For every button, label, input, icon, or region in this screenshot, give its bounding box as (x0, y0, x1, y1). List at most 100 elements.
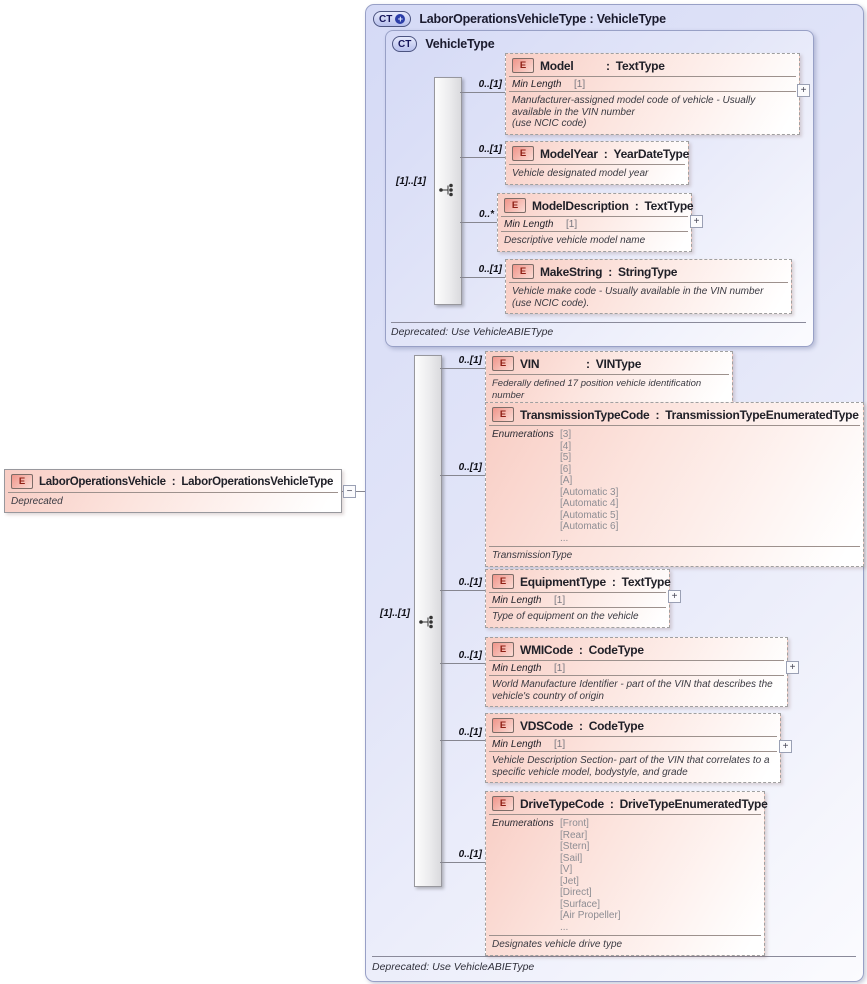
facet-label: Min Length (492, 739, 542, 750)
vehicle-type-title: VehicleType (425, 37, 495, 51)
enumerations-label: Enumerations (492, 818, 554, 829)
facet-value: [1] (566, 219, 578, 230)
divider (489, 675, 784, 676)
element-type: TextType (621, 574, 671, 589)
element-box-vin[interactable]: E VIN : VINType Federally defined 17 pos… (485, 351, 733, 406)
type-separator: : (578, 642, 583, 657)
facet-row: Min Length [1] (506, 77, 799, 91)
enumerations-row: Enumerations [Front] [Rear] [Stern] [Sai… (486, 815, 764, 935)
expand-button[interactable]: + (786, 661, 799, 674)
element-header: E LaborOperationsVehicle : LaborOperatio… (5, 470, 341, 492)
type-separator: : (603, 146, 608, 161)
deprecated-note: Deprecated: Use VehicleABIEType (372, 961, 535, 973)
connector-line (460, 92, 505, 93)
element-annotation: Designates vehicle drive type (492, 939, 623, 950)
expand-button[interactable]: + (668, 590, 681, 603)
element-type: DriveTypeEnumeratedType (619, 796, 768, 811)
element-box-drive-type-code[interactable]: E DriveTypeCode : DriveTypeEnumeratedTyp… (485, 791, 768, 956)
divider (509, 76, 796, 77)
element-name: LaborOperationsVehicle (39, 475, 166, 488)
element-badge: E (492, 356, 514, 371)
expand-button[interactable]: + (690, 215, 703, 228)
connector-line (440, 590, 485, 591)
type-separator: : (589, 12, 594, 26)
divider (489, 814, 761, 815)
connector-line (440, 862, 485, 863)
element-badge: E (512, 146, 534, 161)
complex-type-name: LaborOperationsVehicleType (419, 12, 587, 26)
element-badge: E (492, 796, 514, 811)
element-type: CodeType (588, 718, 644, 733)
element-box-transmission-type-code[interactable]: E TransmissionTypeCode : TransmissionTyp… (485, 402, 864, 567)
divider (489, 607, 666, 608)
element-header: E DriveTypeCode : DriveTypeEnumeratedTyp… (486, 792, 768, 814)
element-badge: E (492, 574, 514, 589)
type-separator: : (611, 574, 616, 589)
divider (489, 374, 729, 375)
element-name: Model (540, 58, 574, 73)
complex-type-title: LaborOperationsVehicleType : VehicleType (419, 12, 666, 26)
type-separator: : (655, 407, 660, 422)
divider (509, 282, 788, 283)
divider (501, 216, 688, 217)
cardinality-label: 0..[1] (458, 577, 482, 588)
complex-type-base: VehicleType (596, 12, 666, 26)
expand-button[interactable]: + (779, 740, 792, 753)
element-box-make-string[interactable]: E MakeString : StringType Vehicle make c… (505, 259, 792, 314)
divider (489, 546, 860, 547)
element-badge: E (11, 474, 33, 489)
connector-line (440, 663, 485, 664)
element-box-model[interactable]: E Model : TextType Min Length [1] Manufa… (505, 53, 800, 135)
cardinality-label: [1]..[1] (380, 608, 410, 619)
connector-line (440, 368, 485, 369)
element-box-model-year[interactable]: E ModelYear : YearDateType Vehicle desig… (505, 141, 689, 185)
element-badge: E (512, 58, 534, 73)
element-name: TransmissionTypeCode (520, 407, 650, 422)
element-box-vds-code[interactable]: E VDSCode : CodeType Min Length [1] Vehi… (485, 713, 781, 783)
element-name: MakeString (540, 264, 603, 279)
cardinality-label: 0..[1] (458, 849, 482, 860)
element-box-labor-operations-vehicle[interactable]: E LaborOperationsVehicle : LaborOperatio… (4, 469, 342, 513)
vehicle-type-header: CT VehicleType (386, 31, 813, 52)
expand-button[interactable]: + (797, 84, 810, 97)
type-separator: : (586, 356, 590, 371)
element-box-equipment-type[interactable]: E EquipmentType : TextType Min Length [1… (485, 569, 671, 628)
element-header: E WMICode : CodeType (486, 638, 787, 660)
element-annotation: Vehicle designated model year (512, 168, 649, 179)
cardinality-label: 0..[1] (458, 650, 482, 661)
cardinality-label: 0..[1] (478, 264, 502, 275)
derived-type-icon: + (395, 14, 406, 24)
cardinality-label: 0..* (478, 209, 494, 220)
facet-label: Min Length (504, 219, 554, 230)
divider (8, 492, 338, 493)
facet-row: Min Length [1] (486, 661, 787, 675)
divider (489, 425, 860, 426)
element-box-wmi-code[interactable]: E WMICode : CodeType Min Length [1] Worl… (485, 637, 788, 707)
facet-row: Min Length [1] (498, 217, 691, 231)
element-annotation: Vehicle Description Section- part of the… (492, 755, 770, 778)
element-header: E EquipmentType : TextType (486, 570, 671, 592)
element-header: E VDSCode : CodeType (486, 714, 780, 736)
element-annotation: Descriptive vehicle model name (504, 235, 646, 246)
element-type: VINType (595, 356, 642, 371)
connector-line (440, 740, 485, 741)
divider (489, 736, 777, 737)
element-header: E TransmissionTypeCode : TransmissionTyp… (486, 403, 863, 425)
collapse-button[interactable]: − (343, 485, 356, 498)
element-header: E ModelDescription : TextType (498, 194, 694, 216)
facet-value: [1] (554, 663, 566, 674)
divider (489, 751, 777, 752)
cardinality-label: 0..[1] (478, 144, 502, 155)
type-separator: : (634, 198, 639, 213)
facet-value: [1] (574, 79, 586, 90)
element-header: E VIN : VINType (486, 352, 732, 374)
connector-line (440, 475, 485, 476)
element-box-model-description[interactable]: E ModelDescription : TextType Min Length… (497, 193, 694, 252)
element-type: TextType (644, 198, 694, 213)
element-name: WMICode (520, 642, 573, 657)
cardinality-label: [1]..[1] (396, 176, 426, 187)
element-name: ModelDescription (532, 198, 629, 213)
cardinality-label: 0..[1] (458, 727, 482, 738)
type-separator: : (578, 718, 583, 733)
